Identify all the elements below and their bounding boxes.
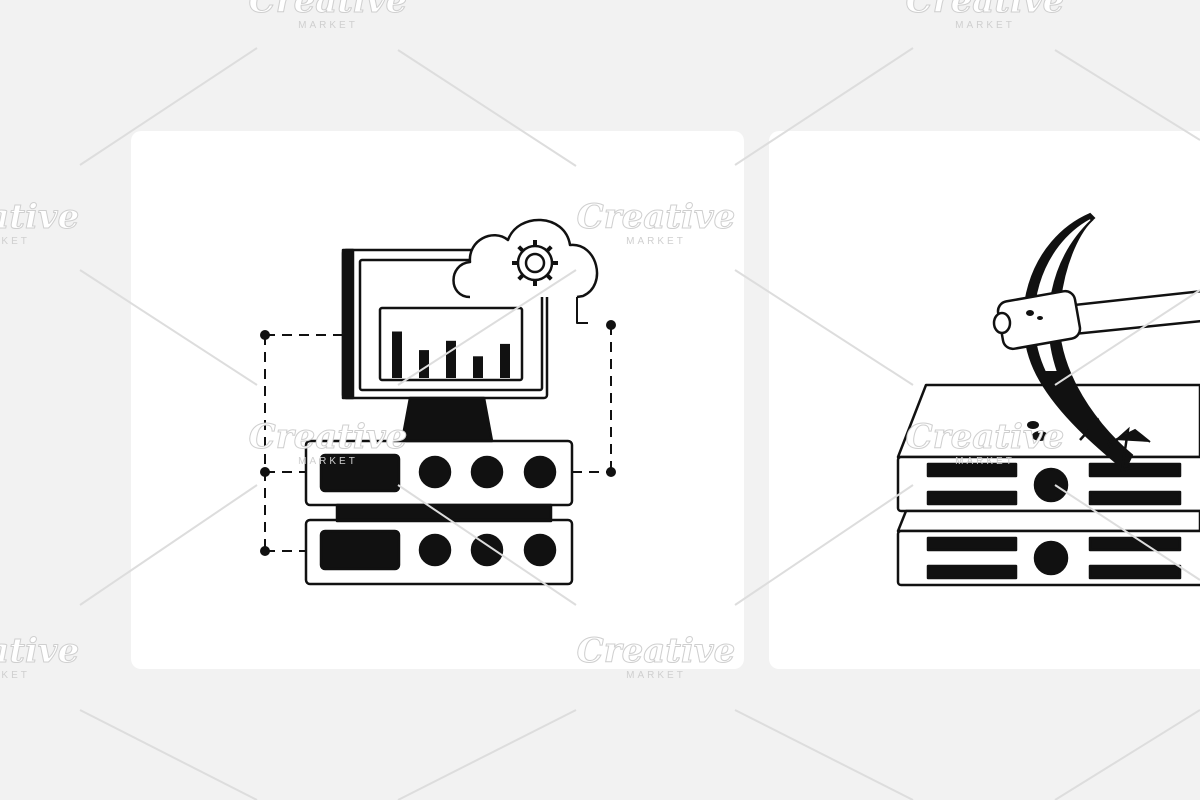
watermark-logo: Creative MARKET	[0, 631, 80, 682]
illustration-card-left	[131, 131, 744, 669]
watermark-logo: Creative MARKET	[248, 0, 408, 31]
illustration-card-right	[769, 131, 1200, 669]
svg-text:MARKET: MARKET	[298, 20, 358, 31]
chart-bar	[419, 350, 429, 378]
cloud-server-analytics-icon	[260, 218, 616, 586]
svg-text:Creative: Creative	[0, 631, 79, 671]
svg-text:Creative: Creative	[0, 197, 79, 237]
data-mining-pickaxe-server-icon	[896, 212, 1200, 587]
chart-bar	[473, 356, 483, 378]
chart-bar	[500, 343, 510, 378]
svg-text:Creative: Creative	[249, 0, 408, 21]
chart-bar	[392, 331, 402, 378]
svg-text:Creative: Creative	[906, 0, 1065, 21]
network-connectors	[264, 325, 612, 552]
svg-text:MARKET: MARKET	[626, 670, 686, 681]
svg-text:MARKET: MARKET	[0, 670, 30, 681]
svg-text:MARKET: MARKET	[0, 236, 30, 247]
chart-bar	[446, 340, 456, 378]
watermark-logo: Creative MARKET	[0, 197, 80, 248]
svg-text:MARKET: MARKET	[955, 20, 1015, 31]
cloud-icon	[452, 218, 599, 299]
watermark-logo: Creative MARKET	[905, 0, 1065, 31]
